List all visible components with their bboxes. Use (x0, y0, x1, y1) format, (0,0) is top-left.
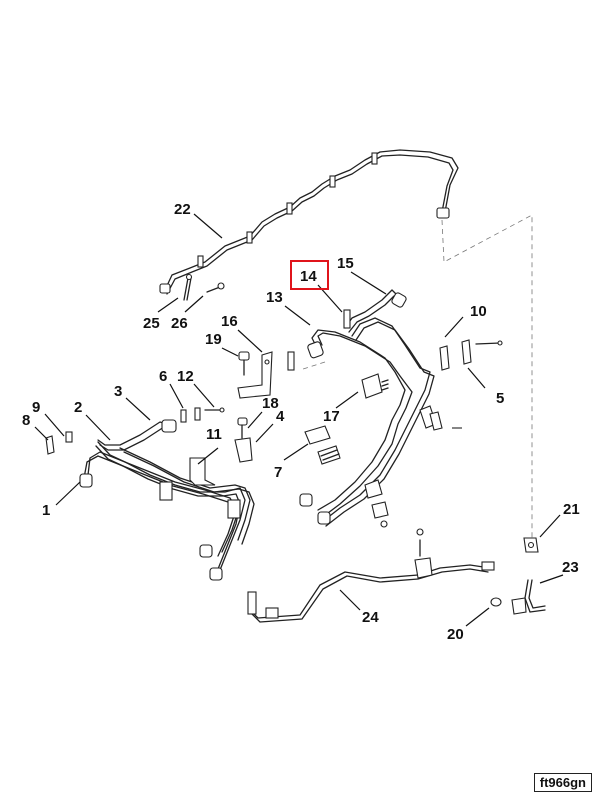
part-5-clip (461, 339, 503, 365)
part-10-clip (439, 345, 450, 371)
callout-5: 5 (496, 390, 504, 407)
part-22-fuel-line (159, 149, 459, 295)
part-6-grommet (180, 407, 201, 423)
part-16-bracket (237, 351, 295, 399)
callout-3: 3 (114, 383, 122, 400)
part-24-return-line (247, 528, 495, 623)
part-4-bracket (234, 437, 253, 463)
callout-23: 23 (562, 559, 579, 576)
part-17-clamp (361, 373, 389, 399)
callout-18: 18 (262, 395, 279, 412)
callout-14: 14 (300, 268, 317, 285)
callout-22: 22 (174, 201, 191, 218)
callout-16: 16 (221, 313, 238, 330)
part-8-clip (45, 435, 55, 455)
part-12-bolt (204, 407, 225, 413)
callout-9: 9 (32, 399, 40, 416)
callout-2: 2 (74, 399, 82, 416)
part-20-washer (490, 597, 502, 607)
callout-12: 12 (177, 368, 194, 385)
callout-17: 17 (323, 408, 340, 425)
part-3-fuel-line-bundle (79, 419, 255, 581)
callout-10: 10 (470, 303, 487, 320)
callout-4: 4 (276, 408, 285, 425)
callout-13: 13 (266, 289, 283, 306)
callout-8: 8 (22, 412, 30, 429)
callout-19: 19 (205, 331, 222, 348)
part-9-grommet (65, 431, 73, 443)
dashed-reference-lines (299, 214, 533, 545)
callout-21: 21 (563, 501, 580, 518)
part-21-fitting (523, 537, 539, 553)
callout-24: 24 (362, 609, 379, 626)
callout-6: 6 (159, 368, 167, 385)
callout-1: 1 (42, 502, 50, 519)
part-19-bolt (238, 351, 250, 376)
callout-20: 20 (447, 626, 464, 643)
figure-reference-code: ft966gn (533, 773, 592, 792)
callout-15: 15 (337, 255, 354, 272)
part-23-bracket (511, 579, 546, 615)
callout-labels: 1 2 3 4 5 6 7 8 9 10 11 12 13 14 15 16 1… (22, 201, 580, 643)
leader-lines (34, 213, 564, 627)
highlight-box-callout-14 (290, 260, 329, 290)
callout-26: 26 (171, 315, 188, 332)
part-25-bolt (183, 273, 193, 301)
part-26-fitting (206, 282, 225, 293)
part-7-clamps (304, 425, 341, 465)
part-11-bracket (189, 457, 216, 486)
callout-11: 11 (206, 426, 222, 443)
part-18-bolt (237, 417, 248, 439)
callout-25: 25 (143, 315, 160, 332)
clamp-pieces (364, 405, 462, 528)
callout-7: 7 (274, 464, 282, 481)
